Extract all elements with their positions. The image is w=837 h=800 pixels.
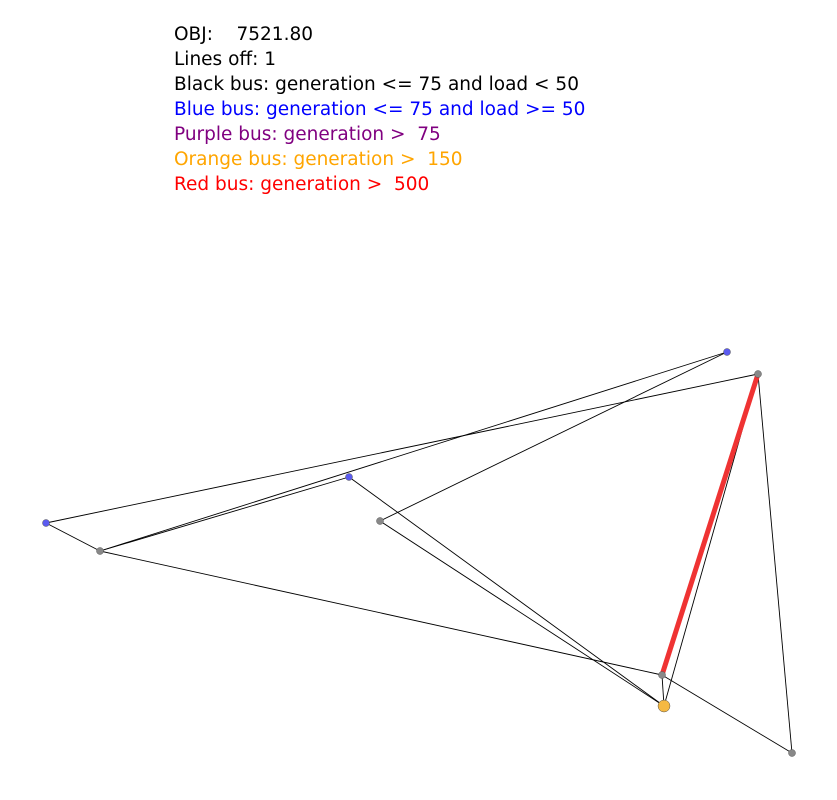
bus-black-b5 [376, 517, 384, 525]
legend-entry-blue: Blue bus: generation <= 75 and load >= 5… [174, 99, 586, 120]
legend-entry-black: Black bus: generation <= 75 and load < 5… [174, 74, 579, 95]
buses-layer [42, 348, 796, 757]
lines-off-value: 1 [264, 49, 277, 70]
bus-black-b8 [658, 671, 666, 679]
lines-layer [45, 351, 793, 754]
legend-entry-red: Red bus: generation > 500 [174, 174, 430, 195]
line-b4-b8 [99, 550, 663, 676]
line-b2-b9 [348, 476, 665, 707]
line-b1-b7 [45, 373, 759, 524]
objective-row: OBJ: 7521.80 [174, 22, 585, 47]
line-b8-b6 [661, 674, 793, 754]
line-b4-b2 [99, 476, 350, 552]
bus-black-b7 [754, 370, 762, 378]
legend-entry-orange: Orange bus: generation > 150 [174, 149, 463, 170]
line-b5-b9 [379, 520, 665, 707]
bus-black-b6 [788, 749, 796, 757]
lines-off-label: Lines off: [174, 49, 259, 70]
line-b3-b5 [379, 351, 728, 522]
bus-black-b4 [96, 547, 104, 555]
objective-label: OBJ: [174, 24, 213, 45]
objective-value: 7521.80 [236, 24, 313, 45]
legend: OBJ: 7521.80 Lines off: 1 Black bus: gen… [174, 22, 585, 197]
legend-entry-purple: Purple bus: generation > 75 [174, 124, 441, 145]
bus-orange-b9 [657, 699, 671, 713]
line-b4-b1 [45, 522, 101, 552]
line-b4-b3 [99, 351, 728, 552]
line-b6-b7 [757, 373, 793, 754]
bus-blue-b2 [345, 473, 353, 481]
bus-blue-b3 [723, 348, 731, 356]
bus-blue-b1 [42, 519, 50, 527]
line-off-b8-b7 [659, 371, 761, 678]
lines-off-row: Lines off: 1 [174, 47, 585, 72]
